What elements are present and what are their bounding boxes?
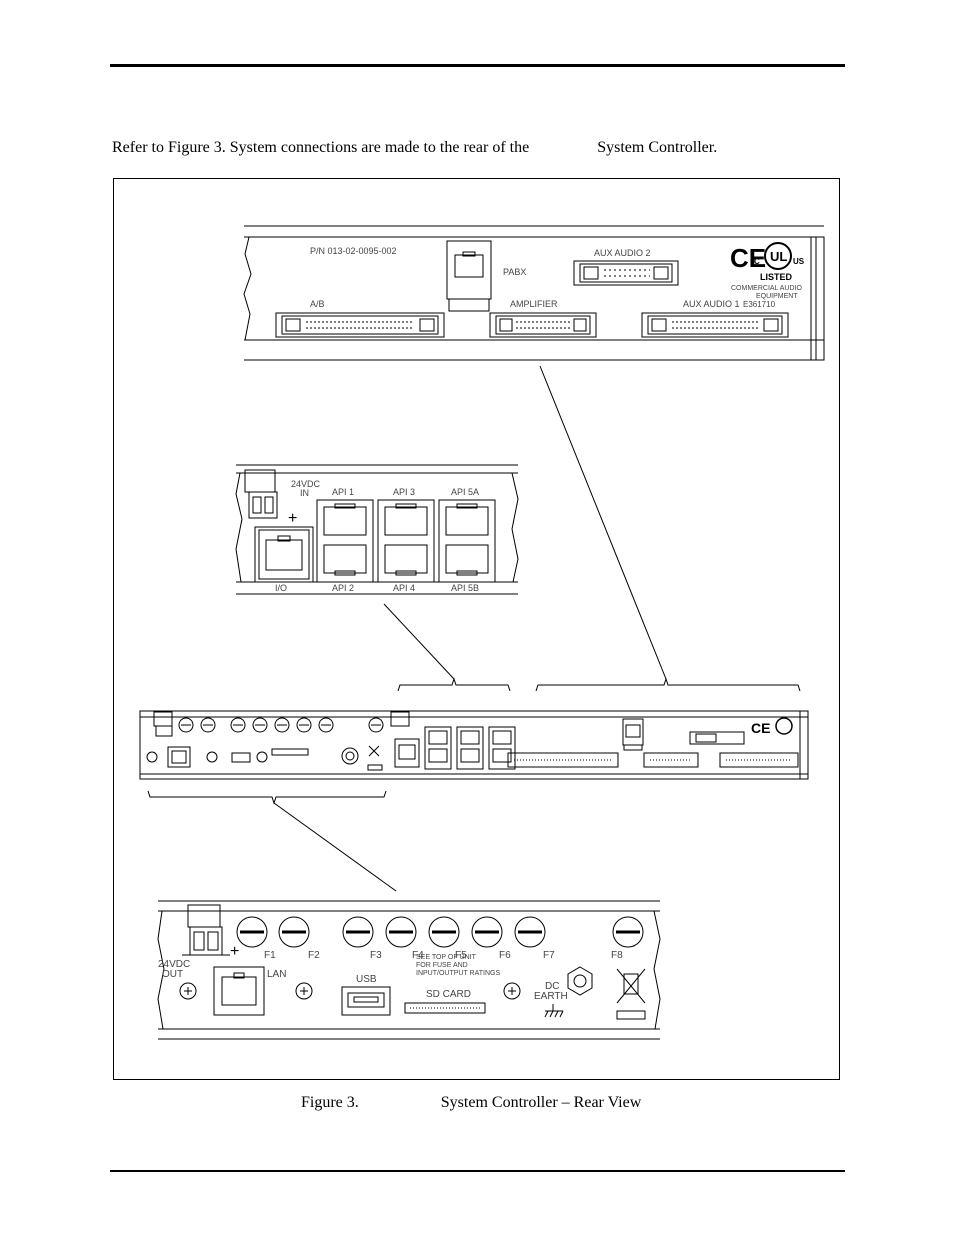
api-1-label: API 1 <box>332 487 354 497</box>
amplifier-connector <box>489 312 597 338</box>
detail-bottom-connectors: 24VDC OUT + F1 F2 F3 F4 F5 F6 F7 F8 LAN … <box>157 900 661 1040</box>
mid-power-label: 24VDC <box>291 479 321 489</box>
bottom-plus-sign: + <box>230 943 239 960</box>
lan-label: LAN <box>267 969 286 980</box>
figure-frame: P/N 013-02-0095-002 PABX AUX AUDIO 2 A/B… <box>113 178 840 1080</box>
pabx-jack <box>446 240 492 312</box>
ul-listed-mark: UL C US LISTED <box>754 242 805 282</box>
sd-card-label: SD CARD <box>426 989 471 1000</box>
fuse-f3-label: F3 <box>370 950 382 961</box>
fuse-f8-label: F8 <box>611 950 623 961</box>
ab-connector <box>275 312 445 338</box>
sd-card-slot <box>404 1002 486 1014</box>
usb-label: USB <box>356 974 377 985</box>
aux-audio-1-label: AUX AUDIO 1 <box>683 299 740 309</box>
commercial-audio-label: COMMERCIAL AUDIO <box>731 285 802 292</box>
api-5b-label: API 5B <box>451 583 479 593</box>
fuse-f4-label: F4 <box>412 950 424 961</box>
fuse-note-line-3: INPUT/OUTPUT RATINGS <box>416 970 500 977</box>
aux-audio-2-label: AUX AUDIO 2 <box>594 248 651 258</box>
fuse-f5-label: F5 <box>455 950 467 961</box>
api-2-label: API 2 <box>332 583 354 593</box>
mid-plus-sign: + <box>288 510 297 527</box>
caption-figure-number: Figure 3. <box>301 1094 359 1111</box>
api-3-4-jacks <box>377 499 435 583</box>
api-1-2-jacks <box>316 499 374 583</box>
caption-text: System Controller – Rear View <box>440 1094 642 1111</box>
mid-power-in-label: IN <box>300 488 309 498</box>
detail-top-connectors: P/N 013-02-0095-002 PABX AUX AUDIO 2 A/B… <box>243 225 825 361</box>
aux-audio-2-connector <box>573 260 679 286</box>
part-number-label: P/N 013-02-0095-002 <box>310 246 397 256</box>
fuse-f1-label: F1 <box>264 950 276 961</box>
file-number-label: E361710 <box>743 300 776 309</box>
amplifier-label: AMPLIFIER <box>510 299 558 309</box>
api-5a-label: API 5A <box>451 487 479 497</box>
rear-view-drawing: P/N 013-02-0095-002 PABX AUX AUDIO 2 A/B… <box>139 225 825 1040</box>
listed-text: LISTED <box>760 272 793 282</box>
footer-rule <box>110 1170 845 1172</box>
power-out-label: OUT <box>162 969 183 980</box>
earth-label: EARTH <box>534 991 568 1002</box>
intro-text-after: System Controller. <box>597 139 718 156</box>
fuse-f6-label: F6 <box>499 950 511 961</box>
intro-text-before: Refer to Figure 3. System connections ar… <box>112 139 530 156</box>
earth-stud <box>544 966 593 1018</box>
leader-lines <box>147 365 801 892</box>
ab-label: A/B <box>310 299 325 309</box>
mounting-screws <box>179 982 521 1000</box>
small-ce-mark: CE <box>751 720 770 736</box>
weee-symbol <box>616 968 646 1020</box>
fuse-f2-label: F2 <box>308 950 320 961</box>
aux-audio-1-connector <box>641 312 789 338</box>
fuse-note-line-2: FOR FUSE AND <box>416 962 468 969</box>
io-jack <box>254 526 314 583</box>
ul-c-text: C <box>754 257 760 266</box>
fuse-f7-label: F7 <box>543 950 555 961</box>
dc-label: DC <box>545 981 559 992</box>
api-4-label: API 4 <box>393 583 415 593</box>
detail-middle-connectors: 24VDC IN + API 1 API 3 API 5A I/O API 2 … <box>235 464 519 595</box>
fuse-holders <box>236 916 644 948</box>
figure-caption: Figure 3. System Controller – Rear View <box>301 1094 641 1112</box>
usb-port <box>341 986 391 1016</box>
equipment-label: EQUIPMENT <box>756 293 798 300</box>
power-out-terminal <box>182 904 230 956</box>
power-in-terminal <box>244 469 278 519</box>
io-label: I/O <box>275 583 287 593</box>
ul-us-text: US <box>793 257 805 266</box>
small-fuse-row <box>178 717 384 733</box>
ul-text: UL <box>770 249 787 264</box>
fuse-note-line-1: SEE TOP OF UNIT <box>416 954 477 961</box>
full-unit-rear-panel: CE <box>139 710 809 780</box>
bottom-power-label: 24VDC <box>158 959 190 970</box>
api-3-label: API 3 <box>393 487 415 497</box>
ce-mark: CE <box>730 243 766 273</box>
header-rule <box>110 64 845 67</box>
intro-paragraph: Refer to Figure 3. System connections ar… <box>112 139 717 157</box>
pabx-label: PABX <box>503 267 526 277</box>
api-5a-5b-jacks <box>438 499 496 583</box>
lan-port <box>213 966 265 1016</box>
